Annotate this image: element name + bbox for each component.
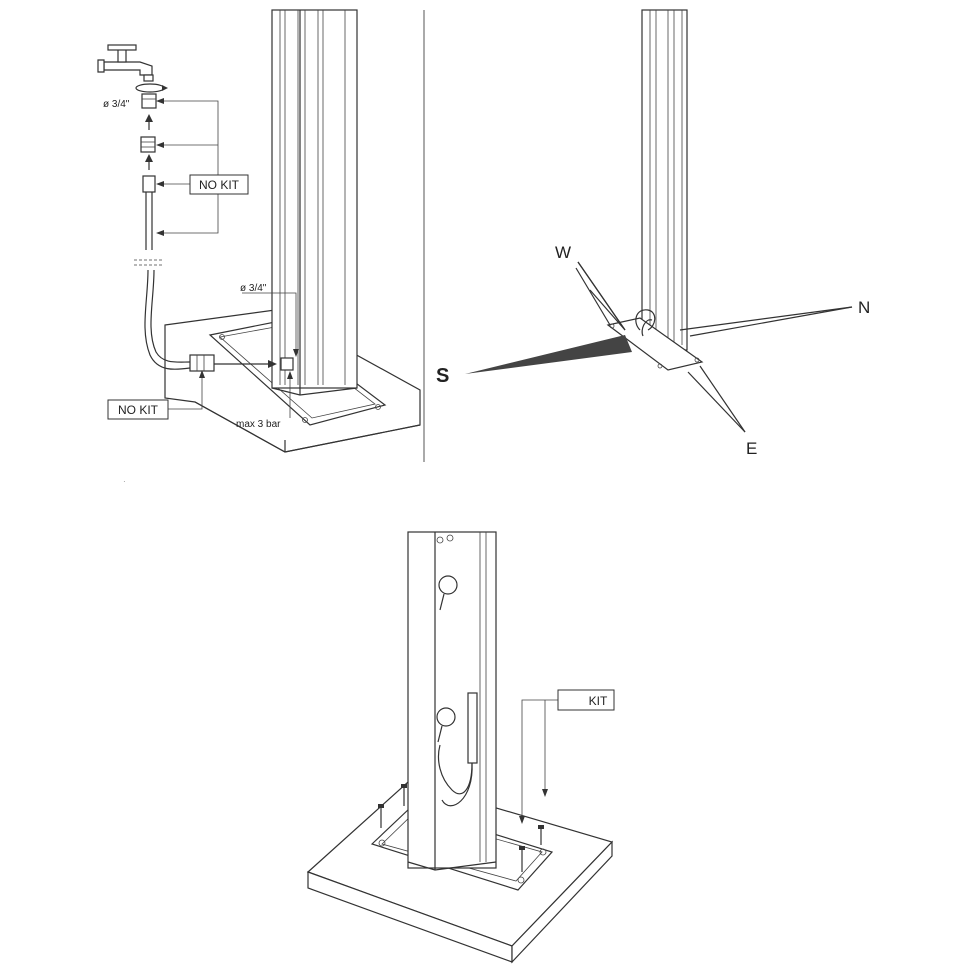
no-kit-box-upper [189, 174, 249, 195]
inlet-fitting [280, 357, 294, 371]
pressure-label: max 3 bar [236, 419, 281, 430]
compass-south-label: S [436, 365, 449, 387]
panel-mounting: KIT [306, 531, 615, 964]
compass-west-label: W [555, 243, 571, 262]
hose [145, 192, 153, 250]
compass-north-label: N [858, 298, 870, 317]
no-kit-label-upper: NO KIT [199, 178, 240, 192]
no-kit-box-lower [107, 399, 169, 420]
orientation-base-plate [606, 317, 704, 371]
compass-east-label: E [746, 439, 757, 458]
quick-coupler [189, 354, 215, 372]
coupling-fitting [140, 136, 156, 153]
mounting-screws [378, 784, 544, 872]
compass-ray-south [465, 335, 632, 374]
kit-box [557, 689, 615, 711]
kit-label: KIT [589, 694, 608, 708]
panel-water-connection: NO KIT ø 3/4" NO KIT ø 3/4" max 3 bar [97, 9, 421, 453]
panel-orientation: W N S E [436, 9, 870, 458]
base-thread-label: ø 3/4" [240, 283, 267, 294]
no-kit-label-lower: NO KIT [118, 403, 159, 417]
hose-connector [142, 175, 156, 193]
hand-shower [467, 692, 478, 764]
mounting-column [407, 531, 497, 871]
mixer-knob-lower [436, 707, 456, 727]
mixer-knob-upper [438, 575, 458, 595]
shower-column [271, 9, 358, 396]
water-tap-icon [97, 44, 154, 82]
adapter-fitting [141, 93, 157, 109]
rotate-arrow-icon [135, 83, 165, 93]
svg-text:·: · [123, 477, 126, 486]
tap-thread-label: ø 3/4" [103, 99, 130, 110]
